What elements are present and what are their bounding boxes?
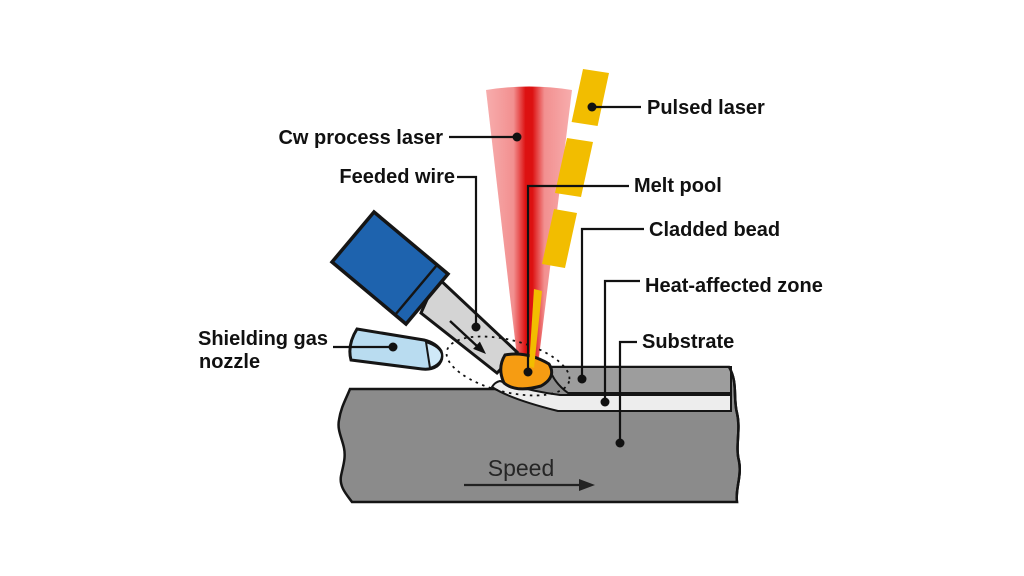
label-speed: Speed: [488, 455, 555, 481]
pulsed-laser-beam: [542, 69, 609, 268]
label-feeded-wire: Feeded wire: [339, 166, 455, 188]
substrate-right-edge: [727, 366, 741, 503]
melt-zone-dashed-outline: [445, 335, 571, 397]
leader-dot: [512, 132, 522, 142]
heat-affected-zone-band: [490, 379, 732, 412]
pulsed-laser-dash: [555, 138, 593, 197]
label-heat-affected-zone: Heat-affected zone: [645, 275, 823, 297]
leader-dot: [577, 374, 587, 384]
label-shielding-gas-line2: nozzle: [199, 351, 260, 373]
label-shielding-gas-line1: Shielding gas: [198, 328, 328, 350]
leader-dot: [523, 367, 533, 377]
leader-heat-affected-zone: [603, 279, 640, 402]
speed-arrowhead-icon: [579, 479, 595, 491]
leader-dot: [587, 102, 597, 112]
gas-nozzle-tip: [424, 340, 444, 370]
pulsed-laser-dash: [542, 209, 577, 268]
leader-dot: [600, 397, 610, 407]
leader-dot: [388, 342, 398, 352]
label-cw-process-laser: Cw process laser: [278, 127, 443, 149]
label-pulsed-laser: Pulsed laser: [647, 97, 765, 119]
wire-feed-direction-line: [449, 320, 479, 348]
leader-substrate: [618, 340, 637, 443]
leader-cladded-bead: [580, 227, 644, 379]
wire-feeder-body: [329, 209, 451, 327]
leader-dot: [615, 438, 625, 448]
leader-dot: [471, 322, 481, 332]
leader-melt-pool: [526, 184, 629, 372]
wire-feed-arrowhead-icon: [473, 341, 486, 354]
label-substrate: Substrate: [642, 331, 734, 353]
label-cladded-bead: Cladded bead: [649, 219, 780, 241]
pulsed-laser-tail: [529, 289, 542, 368]
pulsed-laser-dash: [571, 69, 609, 126]
wire-feeder-cap-line: [394, 264, 438, 316]
leader-lines: [333, 102, 644, 448]
cladded-bead-band: [547, 366, 732, 394]
leader-feeded-wire: [457, 175, 478, 327]
label-melt-pool: Melt pool: [634, 175, 722, 197]
